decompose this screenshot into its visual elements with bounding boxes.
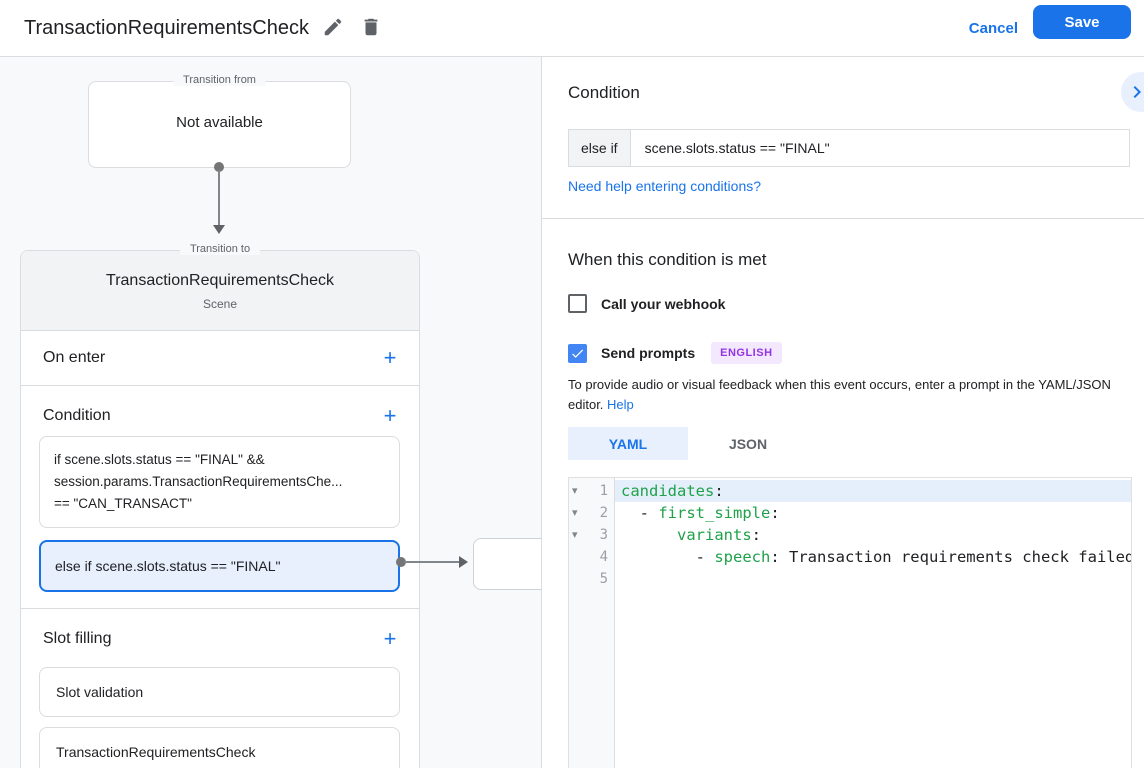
call-webhook-label: Call your webhook — [601, 295, 726, 312]
condition-section: Condition + if scene.slots.status == "FI… — [21, 386, 419, 609]
slot-item-transaction[interactable]: TransactionRequirementsCheck — [39, 727, 400, 768]
slot-item-validation[interactable]: Slot validation — [39, 667, 400, 717]
connector-dot — [214, 162, 224, 172]
arrow-down-icon — [213, 225, 225, 234]
line-number: 5 — [599, 571, 608, 587]
send-prompts-checkbox[interactable] — [568, 343, 587, 363]
conditions-help-link[interactable]: Need help entering conditions? — [568, 178, 762, 194]
fold-arrow-icon[interactable]: ▾ — [572, 529, 578, 541]
language-badge: ENGLISH — [711, 342, 782, 364]
editor-format-tabs: YAML JSON — [568, 427, 808, 460]
transition-from-box[interactable]: Transition from Not available — [88, 74, 351, 168]
editor-code-area[interactable]: candidates: - first_simple: variants: - … — [615, 478, 1131, 768]
code-line: - speech: Transaction requirements check… — [621, 548, 1131, 566]
chevron-right-icon — [1133, 86, 1141, 98]
add-condition-button[interactable]: + — [375, 401, 405, 431]
section-divider — [542, 218, 1144, 219]
code-line: - first_simple: — [621, 504, 780, 522]
tab-yaml[interactable]: YAML — [568, 427, 688, 460]
editor-gutter: ▾ 1 ▾ 2 ▾ 3 4 5 — [569, 478, 615, 768]
condition-section-title: Condition — [43, 407, 111, 424]
cancel-button[interactable]: Cancel — [953, 10, 1034, 46]
condition-item-line: == "CAN_TRANSACT" — [54, 496, 192, 511]
connector-line — [404, 561, 460, 563]
slot-item-label: TransactionRequirementsCheck — [56, 744, 256, 760]
help-link[interactable]: Help — [607, 397, 634, 412]
fold-arrow-icon[interactable]: ▾ — [572, 485, 578, 497]
condition-expression-input[interactable] — [630, 130, 1129, 166]
page-title: TransactionRequirementsCheck — [24, 17, 309, 39]
edit-title-button[interactable] — [318, 13, 348, 43]
tab-json[interactable]: JSON — [688, 427, 808, 460]
line-number: 2 — [599, 505, 608, 521]
call-webhook-checkbox[interactable] — [568, 294, 587, 313]
send-prompts-label: Send prompts — [601, 345, 696, 361]
transition-to-card: Transition to TransactionRequirementsChe… — [20, 243, 420, 768]
checkmark-icon — [572, 348, 584, 358]
top-bar: TransactionRequirementsCheck Cancel Save — [0, 0, 1144, 57]
code-line — [615, 568, 1131, 590]
arrow-right-icon — [459, 556, 468, 568]
transition-target-box[interactable] — [473, 538, 541, 590]
transition-to-label: Transition to — [179, 243, 261, 255]
line-number: 1 — [599, 483, 608, 499]
condition-item-selected[interactable]: else if scene.slots.status == "FINAL" — [39, 540, 400, 592]
add-on-enter-button[interactable]: + — [375, 343, 405, 373]
line-number: 4 — [599, 549, 608, 565]
scene-name: TransactionRequirementsCheck — [106, 272, 334, 289]
add-slot-button[interactable]: + — [375, 624, 405, 654]
on-enter-title: On enter — [43, 349, 106, 366]
condition-item[interactable]: if scene.slots.status == "FINAL" && sess… — [39, 436, 400, 528]
yaml-code-editor[interactable]: ▾ 1 ▾ 2 ▾ 3 4 5 candidates: - first_simple:… — [568, 477, 1132, 768]
line-number: 3 — [599, 527, 608, 543]
condition-item-line: session.params.TransactionRequirementsCh… — [54, 474, 343, 489]
trash-icon — [364, 18, 378, 35]
condition-editor-panel: Condition else if Need help entering con… — [541, 57, 1144, 768]
code-line: variants: — [677, 526, 761, 544]
on-enter-section[interactable]: On enter + — [21, 331, 419, 386]
prompts-description: To provide audio or visual feedback when… — [568, 375, 1144, 415]
condition-expression-row: else if — [568, 129, 1130, 167]
scene-type: Scene — [202, 297, 238, 311]
condition-item-line: if scene.slots.status == "FINAL" && — [54, 452, 265, 467]
slot-filling-title: Slot filling — [43, 630, 112, 647]
description-text: To provide audio or visual feedback when… — [568, 377, 1111, 412]
when-met-title: When this condition is met — [568, 250, 767, 269]
transition-from-value: Not available — [176, 114, 263, 131]
pencil-icon — [324, 18, 342, 35]
scene-diagram-canvas: Transition from Not available Transition… — [0, 57, 541, 768]
panel-title: Condition — [568, 83, 640, 102]
collapse-panel-button[interactable] — [1121, 72, 1144, 112]
slot-filling-section: Slot filling + Slot validation Transacti… — [21, 609, 419, 768]
condition-item-text: else if scene.slots.status == "FINAL" — [55, 558, 281, 574]
code-line: candidates: — [615, 480, 1131, 502]
connector-line — [218, 170, 220, 227]
transition-from-label: Transition from — [173, 74, 266, 86]
delete-scene-button[interactable] — [356, 13, 386, 43]
fold-arrow-icon[interactable]: ▾ — [572, 507, 578, 519]
connector-dot — [396, 557, 406, 567]
scene-card-header[interactable]: TransactionRequirementsCheck Scene — [21, 251, 419, 331]
slot-item-label: Slot validation — [56, 684, 144, 700]
condition-prefix-label: else if — [569, 130, 631, 166]
save-button[interactable]: Save — [1033, 5, 1131, 39]
